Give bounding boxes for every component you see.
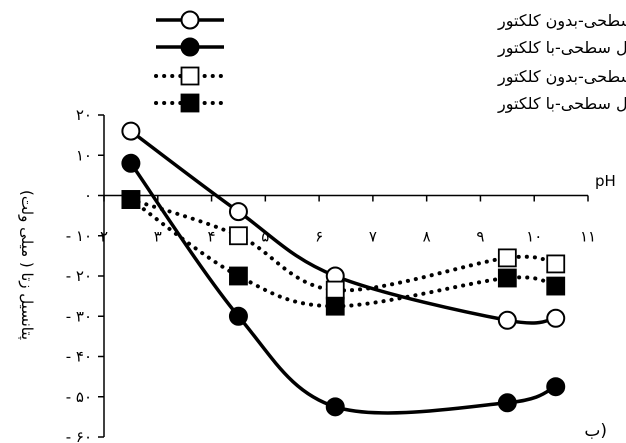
panel-label: ب)	[584, 421, 607, 441]
x-axis-label: pH	[595, 172, 616, 190]
data-point	[546, 377, 566, 397]
legend-marker	[180, 93, 200, 113]
legend-item: قبل از انحلال سطحی-با کلکتور	[156, 37, 626, 58]
x-tick-label: ۲	[100, 228, 108, 246]
x-tick-label: ۴	[208, 228, 216, 246]
y-tick-label: ۱۰	[76, 146, 92, 164]
data-point	[546, 254, 566, 274]
y-tick-label: - ۲۰	[66, 267, 92, 285]
data-point	[121, 190, 141, 209]
y-tick-label: ۲۰	[76, 106, 92, 124]
data-point	[546, 276, 566, 296]
x-tick-label: ۱۰	[526, 228, 542, 246]
data-point	[228, 202, 248, 222]
data-point	[497, 268, 517, 288]
x-tick-label: ۷	[369, 228, 377, 246]
axes-layer: ۲۰ ۱۰ ۰ - ۱۰ - ۲۰ - ۳۰ - ۴۰ - ۵۰ - ۶۰ ۲ ۳ ۴ ۵ ۶ ۷ ۸ ۹ ۱۰ ۱…	[66, 106, 596, 443]
data-point	[497, 248, 517, 268]
y-tick-label: - ۳۰	[66, 307, 92, 325]
y-tick-label: - ۴۰	[66, 348, 92, 366]
series-4	[121, 190, 566, 316]
x-tick-label: ۹	[476, 228, 484, 246]
y-tick-label: - ۵۰	[66, 388, 92, 406]
legend-marker	[180, 10, 200, 30]
legend-label: قبل از انحلال سطحی-بدون کلکتور	[497, 11, 626, 31]
data-point	[121, 121, 141, 141]
y-axis-label: پتانسیل زتا ( میلی ولت)	[17, 190, 36, 340]
x-tick-label: ۱۱	[580, 228, 596, 246]
x-tick-label: ۸	[423, 228, 431, 246]
data-point	[229, 266, 248, 286]
legend-item: قبل از انحلال سطحی-بدون کلکتور	[156, 10, 626, 31]
data-point	[325, 296, 345, 316]
legend-label: قبل از انحلال سطحی-با کلکتور	[497, 38, 626, 58]
legend-marker	[180, 37, 200, 57]
y-tick-label: - ۶۰	[66, 428, 92, 443]
y-tick-label: - ۱۰	[66, 227, 92, 245]
legend-label: بعد از انحلال سطحی-با کلکتور	[497, 94, 626, 114]
data-point	[325, 397, 345, 417]
legend-item: بعد از انحلال سطحی-بدون کلکتور	[154, 66, 626, 87]
legend-item: بعد از انحلال سطحی-با کلکتور	[154, 93, 626, 114]
series-2	[121, 153, 566, 417]
x-tick-label: ۵	[261, 228, 269, 246]
legend-label: بعد از انحلال سطحی-بدون کلکتور	[497, 67, 626, 87]
y-tick-label: ۰	[84, 187, 92, 205]
x-tick-label: ۶	[315, 228, 323, 246]
x-tick-label: ۳	[154, 228, 162, 246]
legend: قبل از انحلال سطحی-بدون کلکتور قبل از انح…	[154, 10, 626, 114]
data-point	[325, 280, 345, 300]
data-point	[497, 393, 517, 413]
data-point	[121, 153, 141, 173]
data-point	[497, 310, 517, 330]
data-point	[546, 308, 566, 328]
data-point	[229, 226, 248, 246]
legend-marker	[180, 66, 200, 86]
series-layer	[121, 121, 566, 417]
data-point	[228, 306, 248, 326]
